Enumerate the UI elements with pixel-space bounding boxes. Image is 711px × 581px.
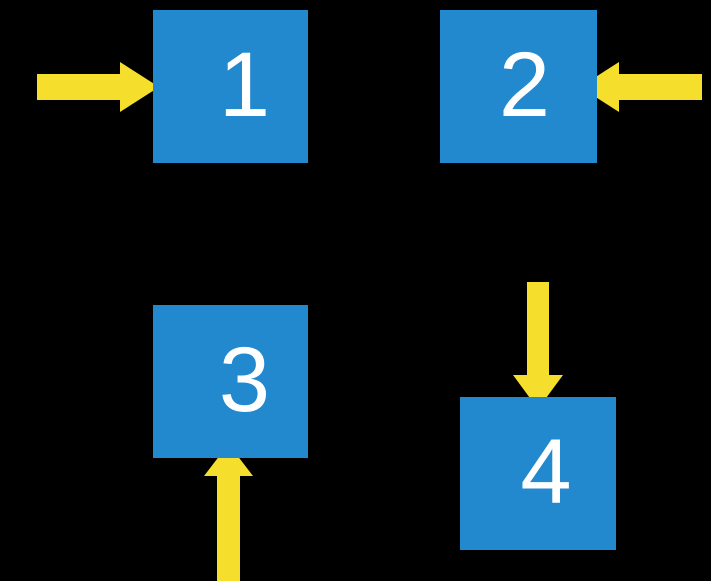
node-box-1[interactable]: 1 (153, 10, 308, 163)
node-box-3[interactable]: 3 (153, 305, 308, 458)
node-label: 3 (218, 328, 271, 431)
node-label: 2 (498, 33, 551, 136)
node-box-4[interactable]: 4 (460, 397, 616, 550)
arrow-right-icon (37, 62, 159, 112)
arrow-down-icon (513, 282, 563, 409)
arrow-up-icon (204, 444, 253, 581)
node-box-2[interactable]: 2 (440, 10, 597, 163)
node-label: 4 (520, 420, 572, 523)
node-label: 1 (218, 33, 271, 136)
arrow-left-icon (580, 62, 702, 112)
